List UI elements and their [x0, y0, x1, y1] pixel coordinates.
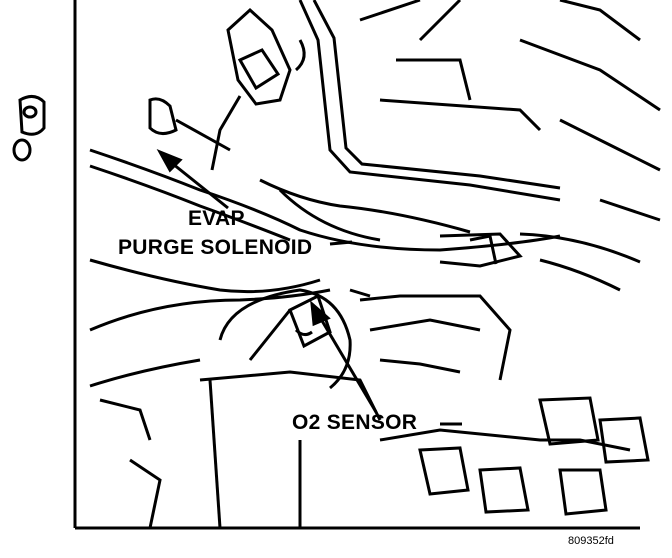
figure-id: 809352fd [568, 535, 614, 547]
connector-assembly [148, 7, 306, 171]
leader-lines [156, 149, 462, 426]
o2-sensor-label: O2 SENSOR [292, 411, 418, 434]
left-bracket [12, 95, 46, 162]
engine-block [75, 370, 650, 530]
air-cleaner-housing [298, 0, 661, 222]
evap-label-line1: EVAP [188, 207, 245, 230]
hoses-and-harness [89, 148, 641, 388]
evap-label-line2: PURGE SOLENOID [118, 236, 313, 259]
